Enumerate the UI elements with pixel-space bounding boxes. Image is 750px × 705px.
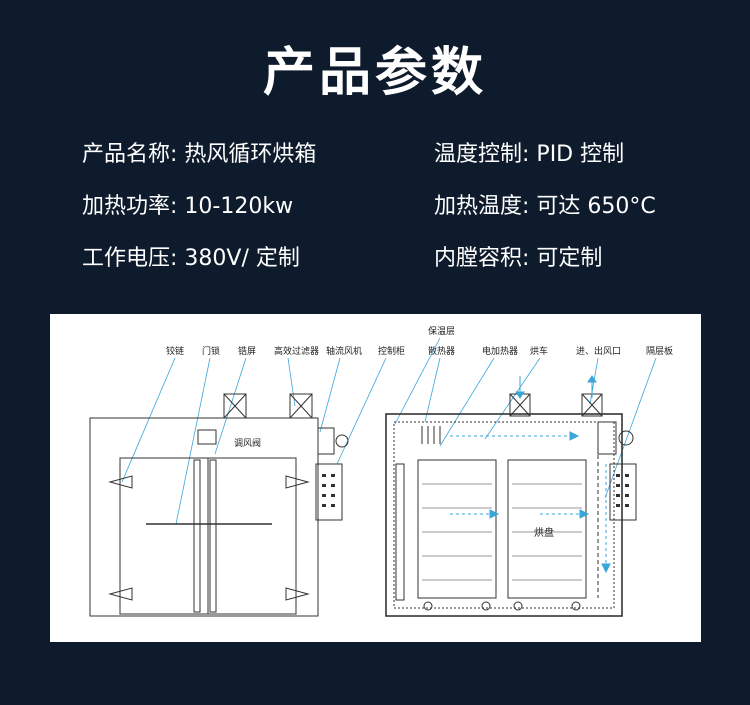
spec-heating-power: 加热功率: 10-120kw (82, 188, 293, 220)
spec-value: 380V/ 定制 (184, 246, 300, 271)
front-view-cabinet (89, 417, 319, 617)
leader-electric-heater (439, 357, 495, 447)
spec-value: 可达 650°C (536, 194, 656, 219)
section-left-duct (395, 463, 405, 601)
label-tray: 烘盘 (534, 526, 554, 539)
leader-partition (604, 357, 657, 499)
spec-label: 加热温度 (434, 194, 523, 219)
section-cart-wheel (571, 601, 581, 611)
section-fan (618, 430, 634, 446)
spec-separator: : (522, 194, 537, 219)
section-cart-left (417, 459, 497, 599)
label-hinge: 铰链 (166, 345, 184, 357)
section-cart-wheel (481, 601, 491, 611)
leader-control-cabinet (336, 357, 387, 465)
leader-heat-sink (424, 357, 441, 423)
front-filter-box-left (223, 393, 247, 419)
front-control-panel (315, 463, 343, 521)
front-filter-box-right (289, 393, 313, 419)
spec-label: 产品名称 (82, 142, 171, 167)
spec-label: 内膛容积 (434, 246, 523, 271)
label-door-lock: 门锁 (202, 345, 220, 357)
front-damper-box (197, 429, 217, 445)
leader-axial-fan (319, 357, 341, 433)
section-fan-housing (597, 421, 617, 455)
oven-diagram-svg: 铰链 门锁 锆屏 高效过滤器 轴流风机 控制柜 保温层 散热器 电加热器 烘车 … (89, 325, 673, 617)
spec-chamber-volume: 内膛容积: 可定制 (434, 240, 602, 272)
label-damper: 调风阀 (234, 438, 261, 449)
spec-separator: : (170, 194, 185, 219)
spec-separator: : (522, 142, 537, 167)
label-axial-fan: 轴流风机 (326, 345, 362, 357)
leader-cart (484, 357, 541, 440)
spec-value: 可定制 (536, 246, 603, 271)
label-hepa-filter: 高效过滤器 (274, 345, 319, 357)
spec-separator: : (170, 246, 185, 271)
spec-label: 加热功率 (82, 194, 171, 219)
front-hinge-bl (108, 587, 133, 601)
label-control-cabinet: 控制柜 (378, 345, 405, 357)
front-hinge-tl (108, 475, 133, 489)
spec-label: 温度控制 (434, 142, 523, 167)
leader-hinge (121, 357, 176, 483)
front-door-bar-right (209, 459, 217, 613)
front-hinge-tr (285, 475, 310, 489)
label-air-inlet-outlet: 进、出风口 (576, 345, 621, 357)
label-heat-sink: 散热器 (428, 345, 455, 357)
label-cart: 烘车 (530, 345, 548, 357)
leader-door-lock (175, 357, 211, 525)
spec-label: 工作电压 (82, 246, 171, 271)
spec-working-voltage: 工作电压: 380V/ 定制 (82, 240, 300, 272)
label-partition: 隔层板 (646, 345, 673, 357)
spec-separator: : (522, 246, 537, 271)
section-insulation-layer (393, 421, 615, 609)
spec-value: 10-120kw (184, 194, 294, 219)
front-hinge-br (285, 587, 310, 601)
label-electric-heater: 电加热器 (482, 345, 518, 357)
section-control-panel (609, 463, 637, 521)
page-title: 产品参数 (262, 43, 487, 103)
section-cart-wheel (423, 601, 433, 611)
front-fan-housing (317, 427, 335, 455)
leader-baffle (214, 357, 247, 455)
leader-insulation (394, 337, 441, 425)
label-insulation: 保温层 (428, 325, 455, 337)
front-fan (335, 434, 349, 448)
front-door-bar-left (193, 459, 201, 613)
section-heater-coil (421, 426, 441, 444)
spec-separator: : (170, 142, 185, 167)
airflow-arrows (450, 375, 611, 574)
section-outer-wall (385, 413, 623, 617)
spec-value: 热风循环烘箱 (184, 142, 317, 167)
spec-product-name: 产品名称: 热风循环烘箱 (82, 136, 316, 168)
front-view (89, 393, 349, 617)
section-view (385, 393, 637, 617)
label-baffle: 锆屏 (238, 345, 256, 357)
section-cart-wheel (513, 601, 523, 611)
section-cart-right (507, 459, 587, 599)
spec-heating-temperature: 加热温度: 可达 650°C (434, 188, 656, 220)
spec-temperature-control: 温度控制: PID 控制 (434, 136, 624, 168)
oven-diagram: 铰链 门锁 锆屏 高效过滤器 轴流风机 控制柜 保温层 散热器 电加热器 烘车 … (50, 314, 701, 642)
spec-value: PID 控制 (536, 142, 625, 167)
